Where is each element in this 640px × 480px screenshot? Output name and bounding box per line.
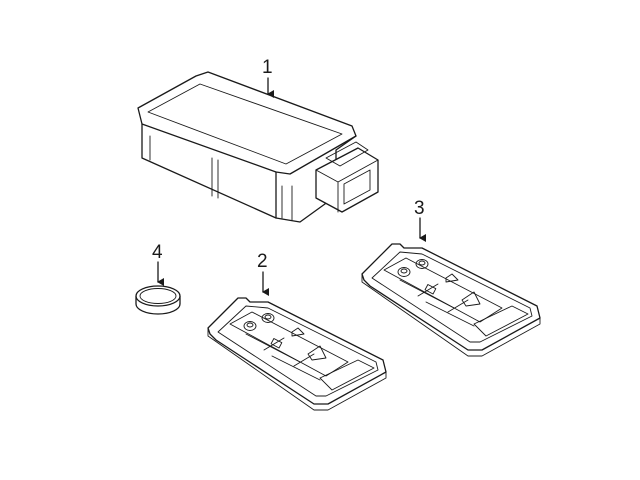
remote-fob-2 bbox=[207, 297, 387, 411]
callout-1: 1 bbox=[262, 57, 273, 78]
callout-2: 2 bbox=[257, 251, 268, 272]
callout-3: 3 bbox=[414, 198, 425, 219]
remote-fob-3 bbox=[361, 243, 541, 357]
control-module bbox=[137, 71, 379, 223]
coin-battery bbox=[135, 285, 181, 315]
callout-4: 4 bbox=[152, 242, 163, 263]
